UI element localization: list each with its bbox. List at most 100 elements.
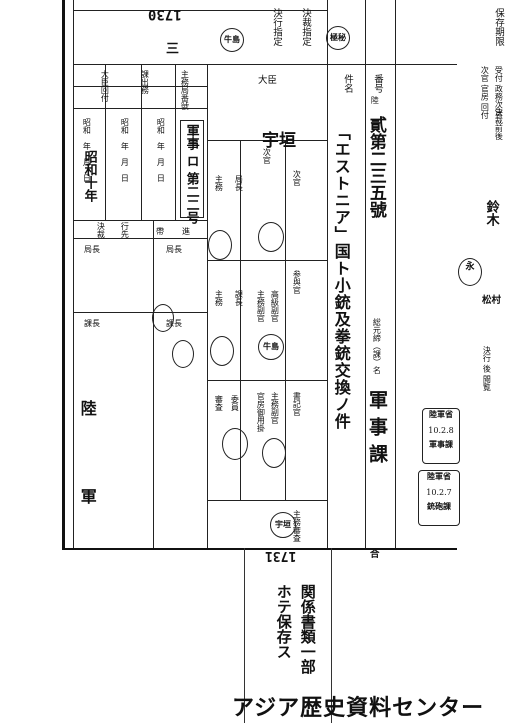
rule xyxy=(285,140,286,500)
rule xyxy=(207,380,327,381)
case-title: 「エストニア」国ト小銃及拳銃交換ノ件 xyxy=(331,124,351,430)
seal-nagai: 永 xyxy=(458,258,482,286)
bureau-chief-label: 局長 xyxy=(84,245,100,254)
vice-minister-label-2: 次官 xyxy=(292,170,302,186)
reception-value: 軍事 ロ 第二二号 xyxy=(183,124,199,225)
personal-seal xyxy=(152,304,174,332)
rule xyxy=(73,312,207,313)
right-labels-2: 次官 官房 回付 xyxy=(480,66,490,120)
rule xyxy=(73,0,74,548)
rule xyxy=(73,86,207,87)
seal-ugaki-2: 宇垣 xyxy=(270,512,296,538)
archive-footer: アジア歴史資料センター xyxy=(232,696,485,721)
household-officer: 官房御用掛 xyxy=(256,392,266,432)
right-labels-1: 受付 政務次官 xyxy=(494,66,504,117)
rule xyxy=(73,10,327,11)
primary-adjutant-2: 主務副官 xyxy=(270,392,280,424)
slip-line-2: ホテ保存ス xyxy=(274,584,293,659)
seal-ushijima: 牛島 xyxy=(220,28,244,52)
top-number: 1730 xyxy=(148,6,182,22)
sign-small: 松村 xyxy=(482,295,502,306)
advance-label: 進 xyxy=(182,227,190,236)
execution-label: 決行指定 xyxy=(270,8,282,46)
received-stamp-1: 陸軍省 10.2.8 軍事課 xyxy=(422,408,460,464)
left-header-col1: 主務局番號 xyxy=(180,70,190,110)
primary-mid-2: 主務 xyxy=(214,290,224,306)
bureau-chief-label-2: 局長 xyxy=(166,245,182,254)
committee-mid: 委員 xyxy=(230,395,240,411)
rule xyxy=(73,64,457,65)
date-field-2: 昭和 年 月 日 xyxy=(120,118,130,182)
rule xyxy=(207,260,327,261)
document-form xyxy=(62,0,457,550)
rule xyxy=(73,108,207,109)
vice-minister-label: 次官 xyxy=(262,148,272,164)
personal-seal xyxy=(210,336,234,366)
band-label: 帶 xyxy=(156,227,164,236)
primary-mid-3: 審査 xyxy=(214,395,224,411)
senior-adjutant: 高級副官 xyxy=(270,290,280,322)
primary-mid: 主務 xyxy=(214,175,224,191)
received-stamp-2: 陸軍省 10.2.7 銃砲課 xyxy=(418,470,460,526)
storage-label: 保存期限 xyxy=(492,8,504,46)
sign-suzuki: 鈴木 xyxy=(483,200,499,226)
slip-line-1: 関係書類一部 xyxy=(298,584,317,674)
left-header-col3: 大臣回付 xyxy=(100,70,110,102)
side-char-1: 陸 xyxy=(77,400,97,416)
minister-seal: 宇垣 xyxy=(262,131,296,151)
left-header-col2: 課出務 xyxy=(140,70,150,94)
rule xyxy=(105,64,106,220)
seal-tokumei: 極秘 xyxy=(326,26,350,50)
rule xyxy=(141,64,142,220)
number-prefix: 陸 xyxy=(370,96,380,104)
personal-seal xyxy=(222,428,248,460)
rule xyxy=(73,238,207,239)
section-chief-mid: 課長 xyxy=(234,290,244,306)
right-labels-3: 決裁前後 xyxy=(494,108,504,140)
slip-number: 1731 xyxy=(265,548,297,563)
rule xyxy=(395,0,396,548)
stamp-bureau-1: 陸軍省 xyxy=(429,410,453,419)
rule xyxy=(207,500,327,501)
minister-label: 大臣 xyxy=(258,75,278,86)
rule xyxy=(207,140,327,141)
department-label: 総元締（課）名 xyxy=(372,318,382,374)
rule xyxy=(153,220,154,548)
attached-slip: 1731 関係書類一部 ホテ保存ス xyxy=(244,548,332,723)
side-char-2: 軍 xyxy=(77,488,97,504)
review-label: 主務審査 xyxy=(292,510,302,542)
decision-col: 決裁 xyxy=(96,222,106,238)
crossed-mark: 三 xyxy=(166,42,180,57)
personal-seal xyxy=(262,438,286,468)
primary-adjutant: 主務副官 xyxy=(256,290,266,322)
corner-char: 合 xyxy=(370,549,380,560)
stamp-bureau-3: 銃砲課 xyxy=(427,502,451,511)
rule xyxy=(73,220,207,221)
seal-ushijima-2: 牛島 xyxy=(258,334,284,360)
date-note: 昭和十年 xyxy=(81,150,97,202)
department-value: 軍事課 xyxy=(365,390,388,471)
rule xyxy=(365,0,366,548)
section-chief-label: 課長 xyxy=(84,319,100,328)
case-label: 件名 xyxy=(341,74,353,93)
stamp-date-1: 10.2.8 xyxy=(428,426,454,435)
councilor-label: 参與官 xyxy=(292,270,302,294)
reception-box xyxy=(180,120,204,218)
date-field-1: 昭和 年 月 日 xyxy=(82,118,92,182)
rule xyxy=(240,140,241,500)
decision-label: 決裁指定 xyxy=(299,8,311,46)
secretary-label: 書記官 xyxy=(292,392,302,416)
route-col: 行先 xyxy=(120,222,130,238)
rule xyxy=(207,64,208,548)
stamp-date-2: 10.2.7 xyxy=(426,488,452,497)
number-value: 貳第二三五號 xyxy=(365,116,386,218)
section-chief-label-2: 課長 xyxy=(166,319,182,328)
date-field-3: 昭和 年 月 日 xyxy=(156,118,166,182)
personal-seal xyxy=(258,222,284,252)
stamp-bureau-2: 軍事課 xyxy=(429,440,453,449)
right-labels-4: 決行 後 閲覧 xyxy=(482,346,492,392)
rule xyxy=(327,0,328,548)
number-label: 番号 xyxy=(371,74,383,93)
bureau-chief-mid: 局長 xyxy=(234,175,244,191)
personal-seal xyxy=(172,340,194,368)
